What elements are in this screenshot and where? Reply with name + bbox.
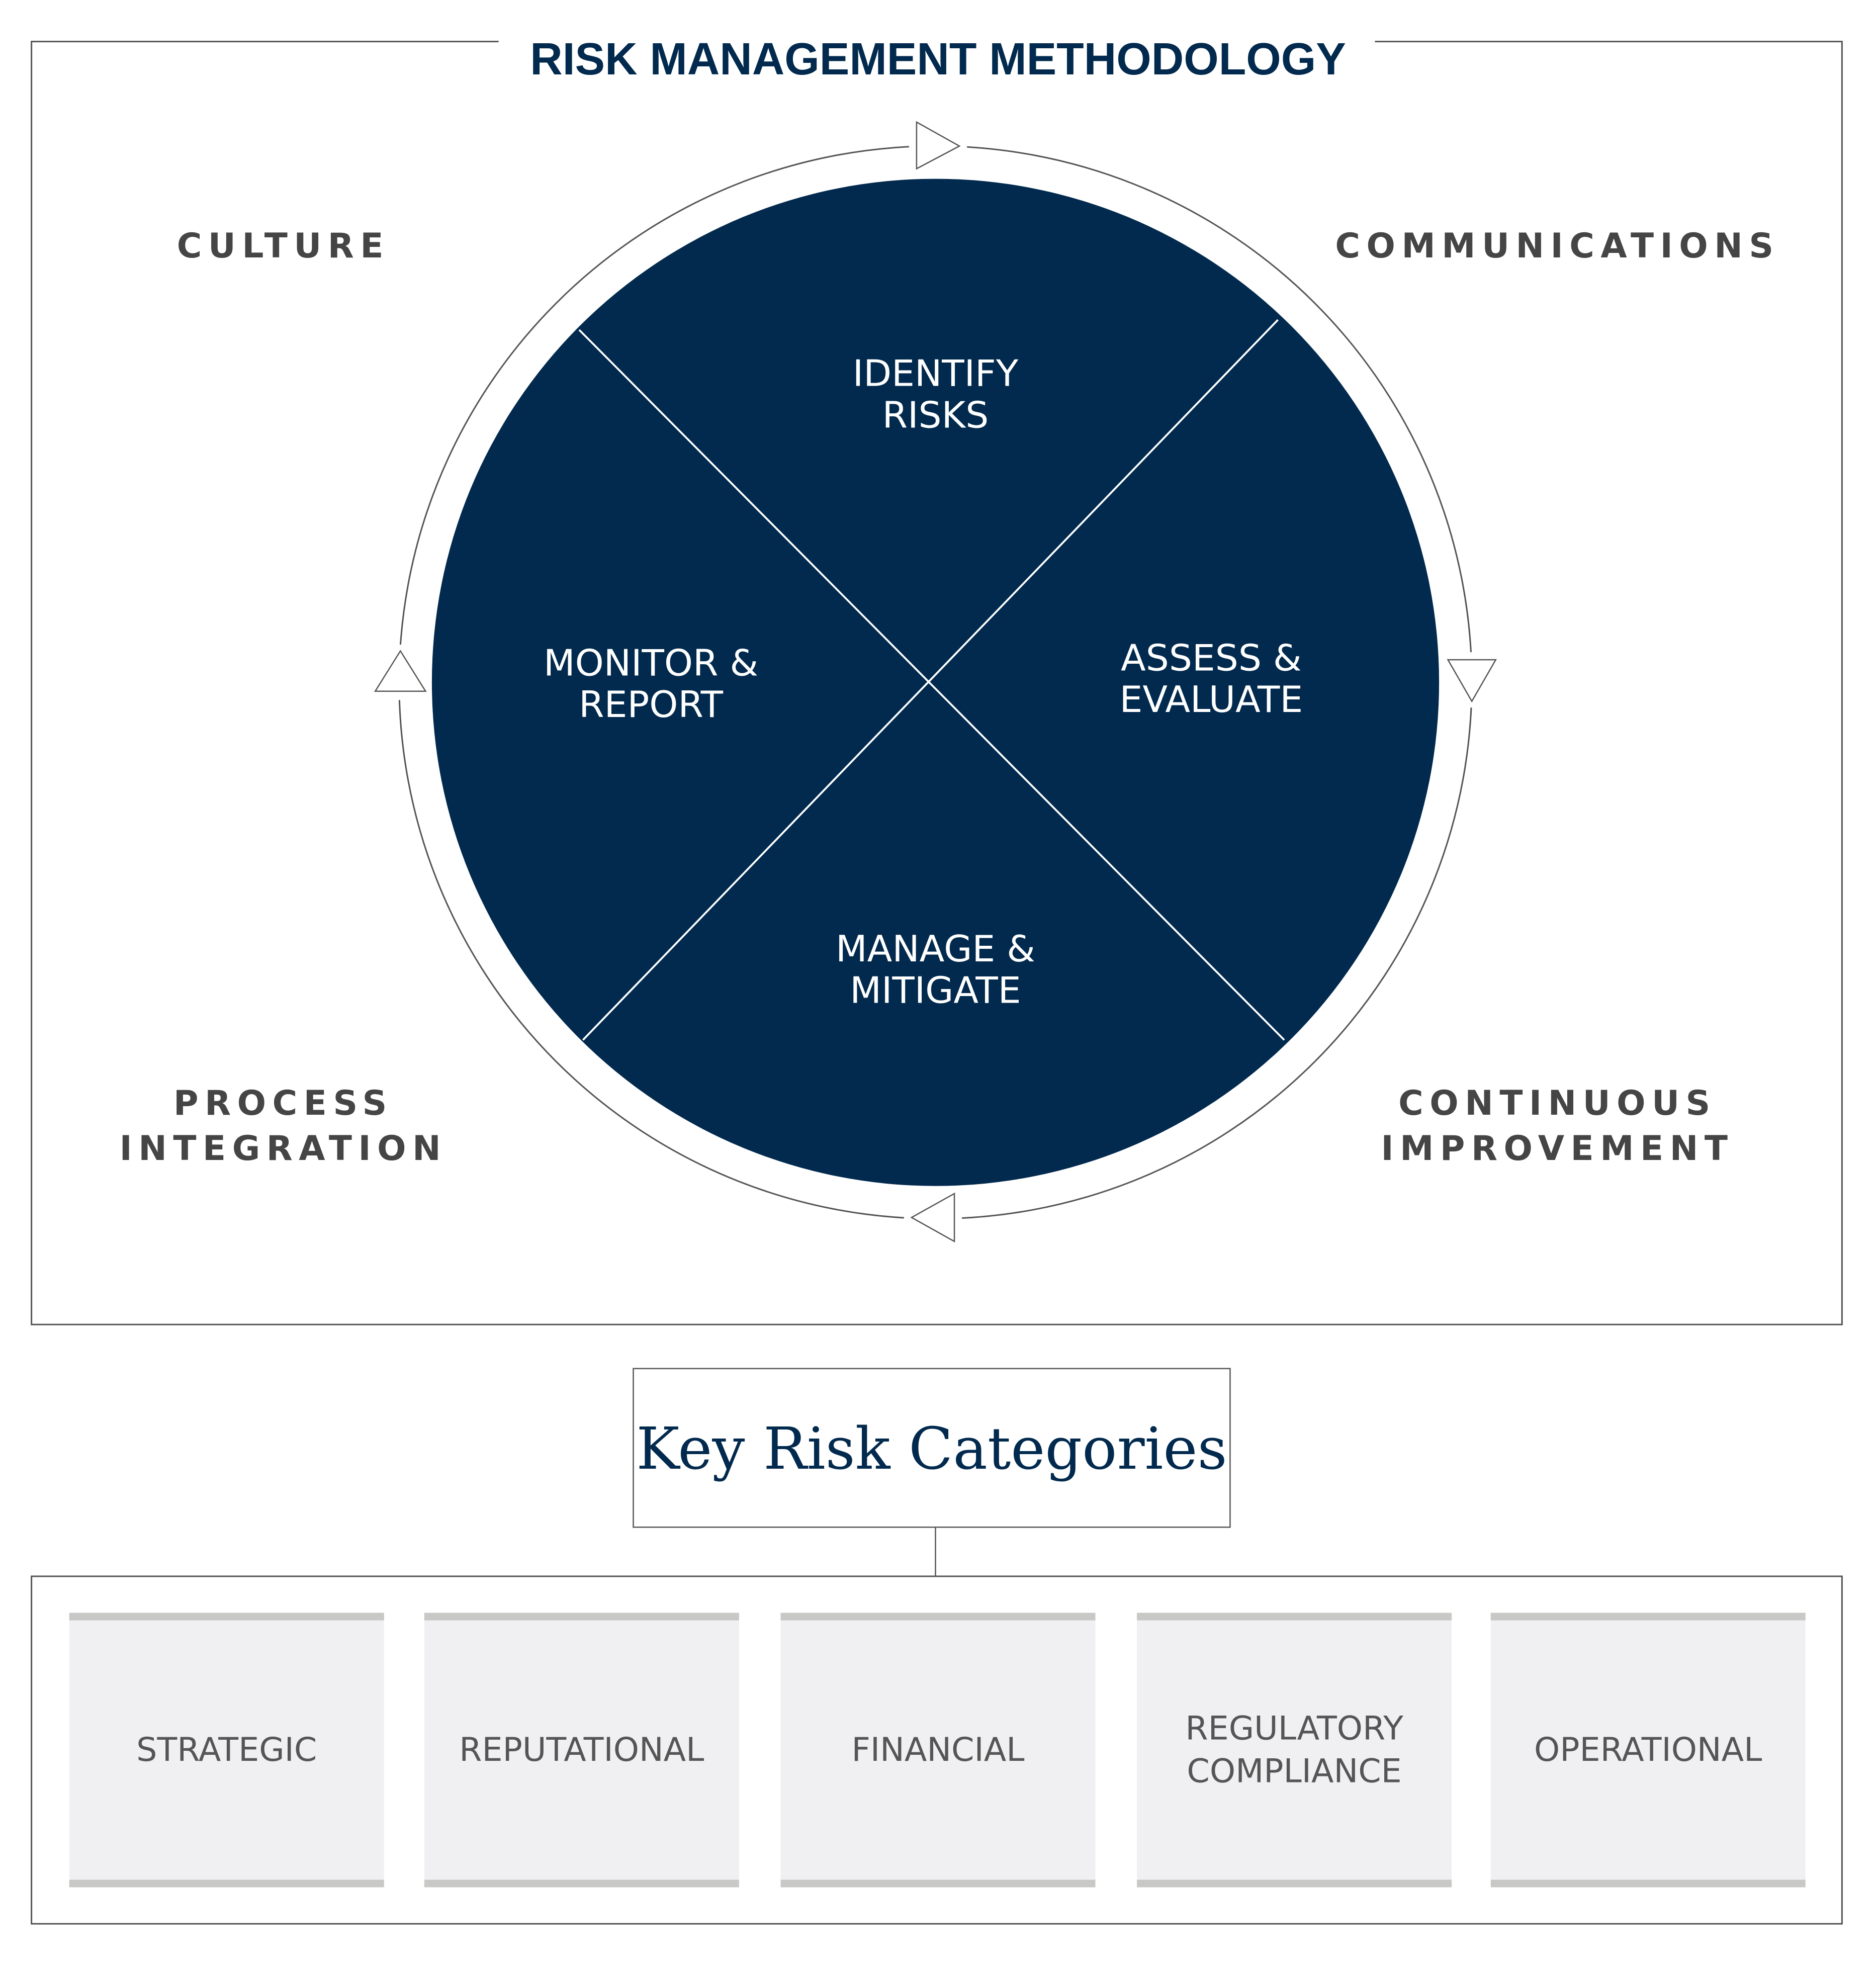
corner-label-culture: CULTURE	[177, 226, 390, 265]
card-background	[1137, 1613, 1452, 1888]
category-card: FINANCIAL	[780, 1613, 1096, 1888]
card-bottom-bar	[424, 1879, 739, 1888]
card-bottom-bar	[1490, 1879, 1806, 1888]
category-card: OPERATIONAL	[1490, 1613, 1806, 1888]
segment-label: MITIGATE	[850, 970, 1021, 1012]
divider-line	[578, 329, 1285, 1041]
arrow-down-icon	[1447, 652, 1497, 708]
category-card: STRATEGIC	[69, 1613, 384, 1888]
segment-label: MONITOR &	[544, 643, 758, 685]
category-label: OPERATIONAL	[1534, 1731, 1762, 1769]
category-label: STRATEGIC	[136, 1731, 317, 1769]
card-top-bar	[1490, 1613, 1806, 1621]
category-label: FINANCIAL	[852, 1731, 1025, 1769]
card-background	[69, 1613, 384, 1888]
segment-label: ASSESS &	[1121, 638, 1302, 680]
category-label: REPUTATIONAL	[459, 1731, 704, 1769]
category-card: REPUTATIONAL	[424, 1613, 739, 1888]
categories-frame	[31, 1575, 1843, 1925]
segment-label: MANAGE &	[836, 928, 1035, 970]
segment-assess-evaluate: ASSESS & EVALUATE	[1119, 638, 1303, 722]
key-risk-heading-box	[633, 1368, 1231, 1528]
segment-monitor-report: MONITOR & REPORT	[544, 643, 758, 727]
segment-label: IDENTIFY	[853, 353, 1019, 395]
segment-label: REPORT	[579, 684, 723, 726]
card-bottom-bar	[780, 1879, 1096, 1888]
card-bottom-bar	[1137, 1879, 1452, 1888]
segment-identify-risks: IDENTIFY RISKS	[853, 353, 1019, 437]
card-background	[780, 1613, 1096, 1888]
divider-line	[582, 319, 1279, 1041]
category-card: REGULATORY COMPLIANCE	[1137, 1613, 1452, 1888]
segment-label: EVALUATE	[1119, 679, 1303, 721]
diagram-title: RISK MANAGEMENT METHODOLOGY	[530, 34, 1346, 84]
cycle-disc	[431, 178, 1440, 1186]
arrow-left-icon	[904, 1192, 962, 1243]
corner-label-integration: INTEGRATION	[120, 1128, 448, 1168]
card-background	[1490, 1613, 1806, 1888]
segment-label: RISKS	[882, 394, 989, 436]
card-top-bar	[424, 1613, 739, 1621]
card-background	[424, 1613, 739, 1888]
category-label: COMPLIANCE	[1187, 1753, 1401, 1790]
category-label: REGULATORY	[1185, 1710, 1403, 1747]
key-risk-heading: Key Risk Categories	[636, 1415, 1227, 1483]
segment-manage-mitigate: MANAGE & MITIGATE	[836, 928, 1035, 1012]
card-top-bar	[1137, 1613, 1452, 1621]
corner-label-process: PROCESS	[173, 1083, 393, 1123]
corner-label-continuous: CONTINUOUS	[1398, 1083, 1717, 1123]
corner-label-improvement: IMPROVEMENT	[1381, 1128, 1734, 1168]
methodology-frame	[31, 41, 1843, 1325]
card-top-bar	[780, 1613, 1096, 1621]
corner-label-communications: COMMUNICATIONS	[1335, 226, 1779, 265]
arrow-up-icon	[374, 645, 427, 700]
card-bottom-bar	[69, 1879, 384, 1888]
card-top-bar	[69, 1613, 384, 1621]
arrow-right-icon	[909, 121, 967, 170]
